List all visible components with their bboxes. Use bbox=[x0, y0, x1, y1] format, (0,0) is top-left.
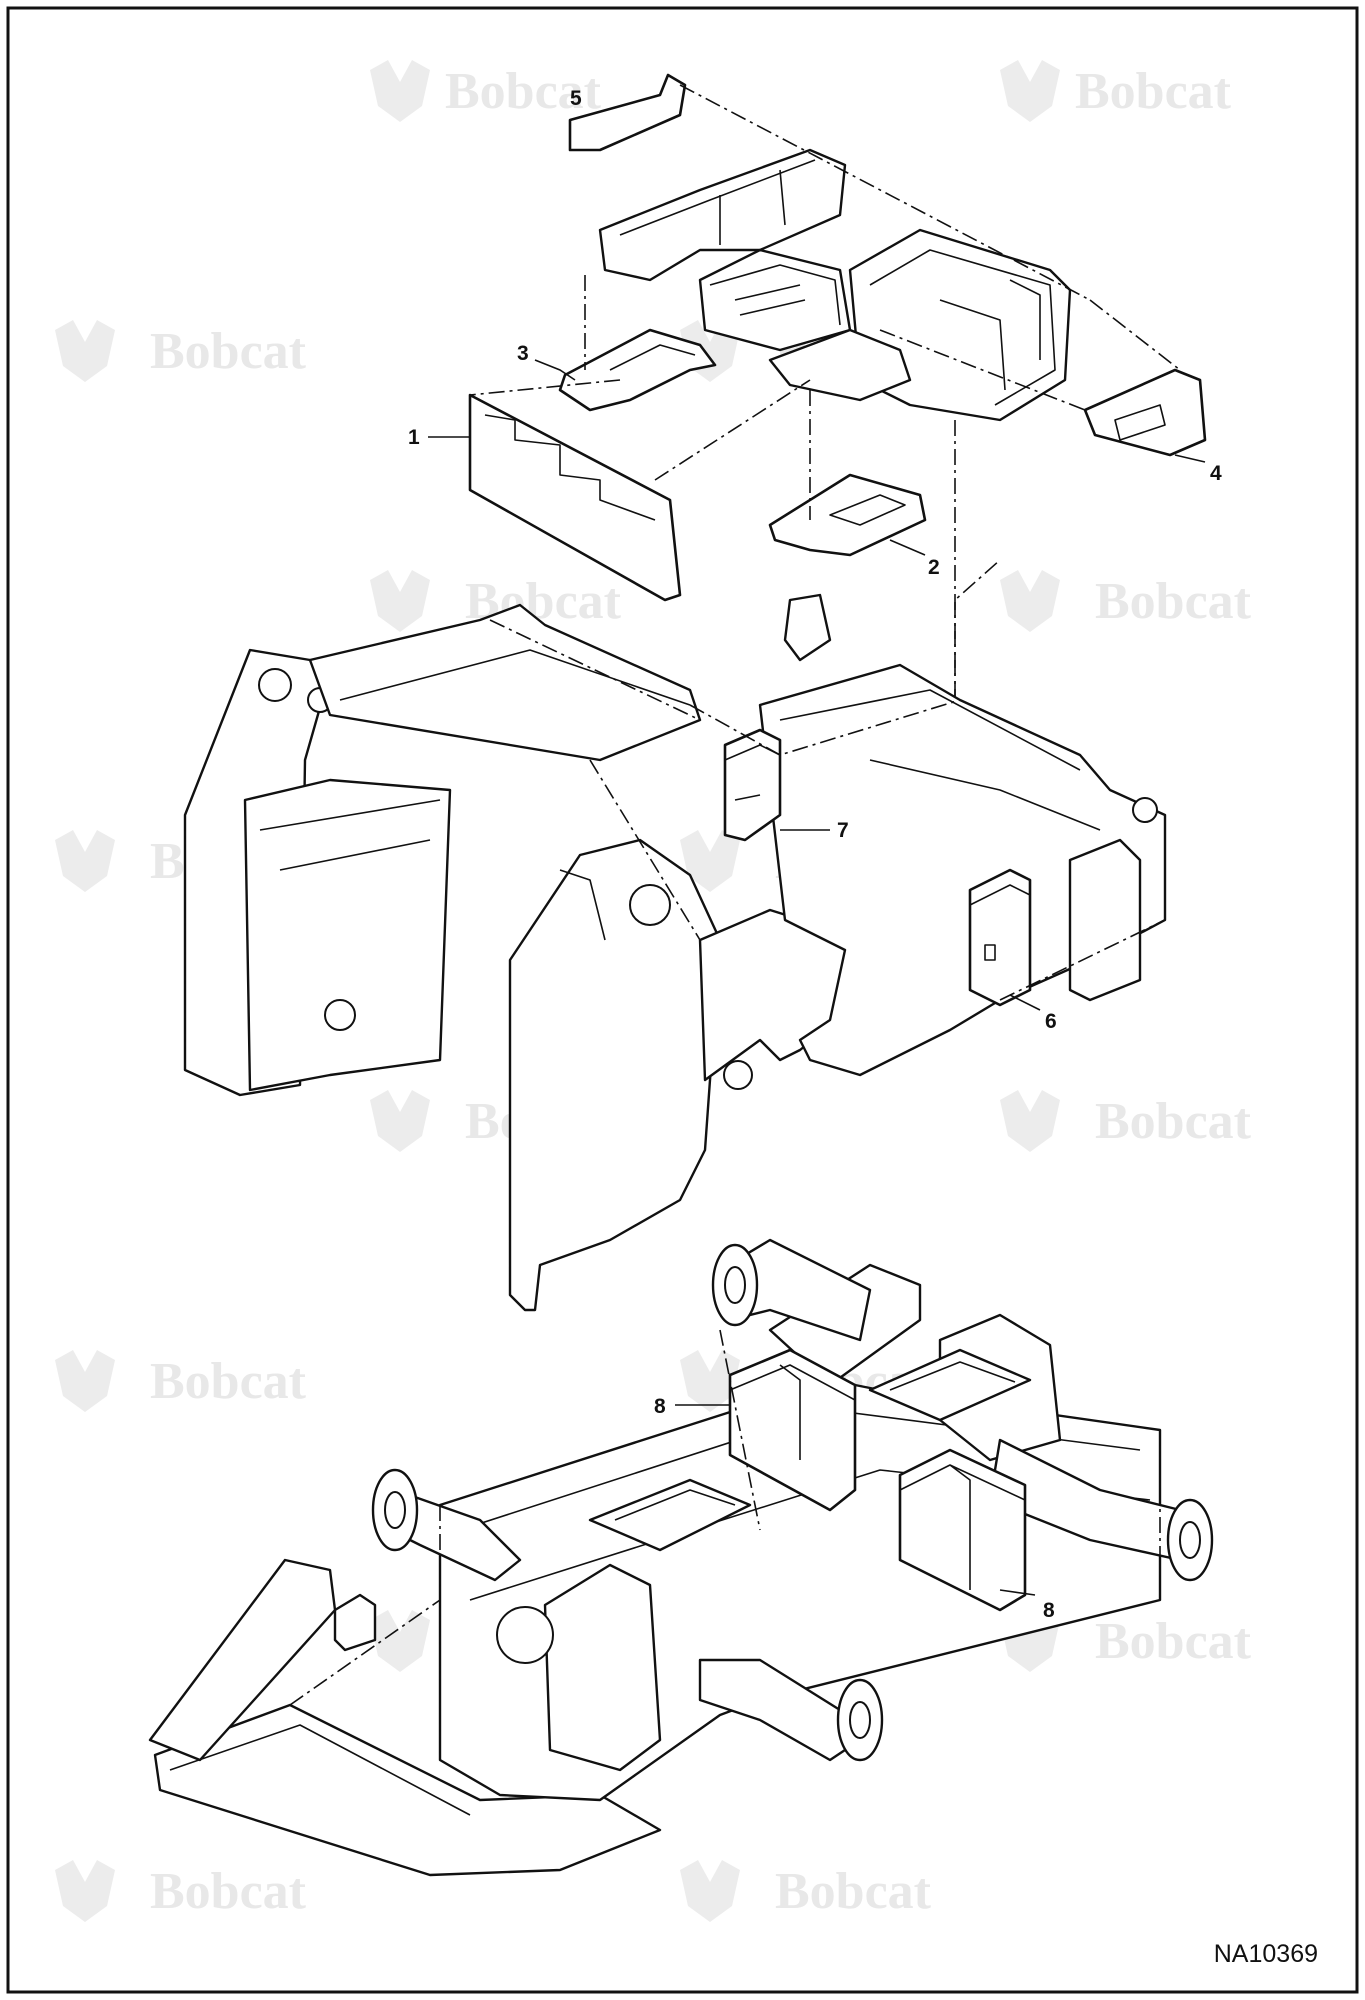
svg-text:Bobcat: Bobcat bbox=[1075, 63, 1232, 120]
watermark: Bobcat bbox=[55, 320, 307, 382]
callout-3: 3 bbox=[517, 342, 576, 381]
watermark: Bobcat bbox=[55, 1350, 307, 1412]
watermark: Bobcat bbox=[1000, 1090, 1252, 1152]
watermark: Bobcat bbox=[55, 1860, 307, 1922]
svg-text:5: 5 bbox=[570, 87, 582, 110]
part-1-panel bbox=[468, 393, 682, 602]
watermark: Bobcat bbox=[680, 1860, 932, 1922]
watermark: Bobcat bbox=[1000, 60, 1232, 122]
axles bbox=[371, 1238, 1214, 1762]
part-7-block bbox=[723, 728, 782, 842]
callout-8-left: 8 bbox=[654, 1395, 730, 1418]
watermark: Bobcat bbox=[370, 570, 622, 632]
part-4-pad bbox=[1083, 368, 1207, 457]
watermark: Bobcat bbox=[370, 60, 602, 122]
svg-text:Bobcat: Bobcat bbox=[150, 1353, 307, 1410]
svg-text:Bobcat: Bobcat bbox=[1095, 1093, 1252, 1150]
part-8-block-right bbox=[898, 1448, 1027, 1612]
part-5-trim bbox=[568, 73, 687, 152]
part-8-block-left bbox=[728, 1348, 857, 1512]
callout-8-right: 8 bbox=[999, 1589, 1055, 1622]
callouts: 5 3 1 4 2 7 6 8 8 bbox=[408, 87, 1222, 1622]
svg-text:Bobcat: Bobcat bbox=[150, 1863, 307, 1920]
drawing-border bbox=[6, 6, 1359, 1994]
main-frame bbox=[183, 593, 1167, 1312]
svg-text:3: 3 bbox=[517, 342, 529, 365]
svg-text:Bobcat: Bobcat bbox=[775, 1863, 932, 1920]
callout-5: 5 bbox=[570, 87, 582, 110]
svg-text:Bobcat: Bobcat bbox=[1095, 573, 1252, 630]
svg-text:2: 2 bbox=[928, 556, 940, 579]
part-3-pad bbox=[558, 328, 717, 412]
drawing-code: NA10369 bbox=[1214, 1940, 1318, 1968]
svg-text:Bobcat: Bobcat bbox=[1095, 1613, 1252, 1670]
part-6-box bbox=[968, 868, 1032, 1007]
watermark: Bobcat bbox=[1000, 1610, 1252, 1672]
svg-text:1: 1 bbox=[408, 426, 420, 449]
svg-text:8: 8 bbox=[654, 1395, 666, 1418]
svg-text:7: 7 bbox=[837, 819, 849, 842]
callout-4: 4 bbox=[1174, 454, 1222, 485]
callout-6: 6 bbox=[1009, 994, 1057, 1033]
svg-text:8: 8 bbox=[1043, 1599, 1055, 1622]
callout-1: 1 bbox=[408, 426, 470, 449]
svg-text:Bobcat: Bobcat bbox=[150, 323, 307, 380]
callout-2: 2 bbox=[889, 539, 940, 579]
svg-text:Bobcat: Bobcat bbox=[445, 63, 602, 120]
svg-text:6: 6 bbox=[1045, 1010, 1057, 1033]
callout-7: 7 bbox=[780, 819, 849, 842]
part-2-bracket bbox=[768, 473, 927, 557]
watermark: Bobcat bbox=[1000, 570, 1252, 632]
svg-text:4: 4 bbox=[1210, 462, 1222, 485]
